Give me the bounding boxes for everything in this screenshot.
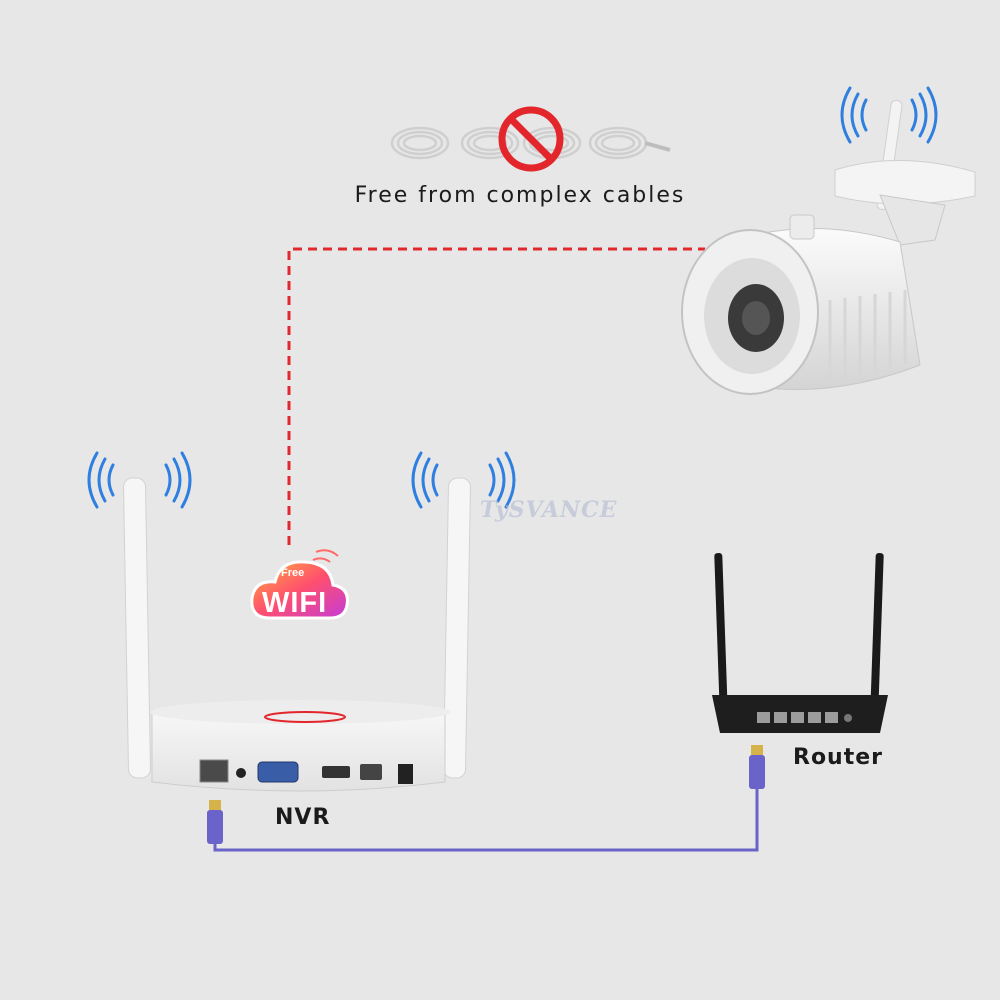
ethernet-plug-icon [207,800,223,844]
no-symbol-icon [498,106,564,172]
router-icon [712,553,888,733]
diagram-caption: Free from complex cables [354,183,686,208]
wifi-cloud-badge-icon [250,549,349,620]
ethernet-cable [207,745,765,852]
wifi-signal-icon [87,86,938,509]
watermark-text: TySVANCE [480,497,618,523]
cables-icon [390,126,671,160]
bullet-camera-icon [681,99,976,395]
nvr-device-icon [123,477,471,792]
nvr-label: NVR [275,805,331,830]
ethernet-plug-icon [749,745,765,789]
wireless-link-line [287,247,705,545]
router-label: Router [793,745,884,770]
wifi-badge-free-text: Free [281,567,305,579]
wifi-badge-text: WIFI [262,587,328,619]
